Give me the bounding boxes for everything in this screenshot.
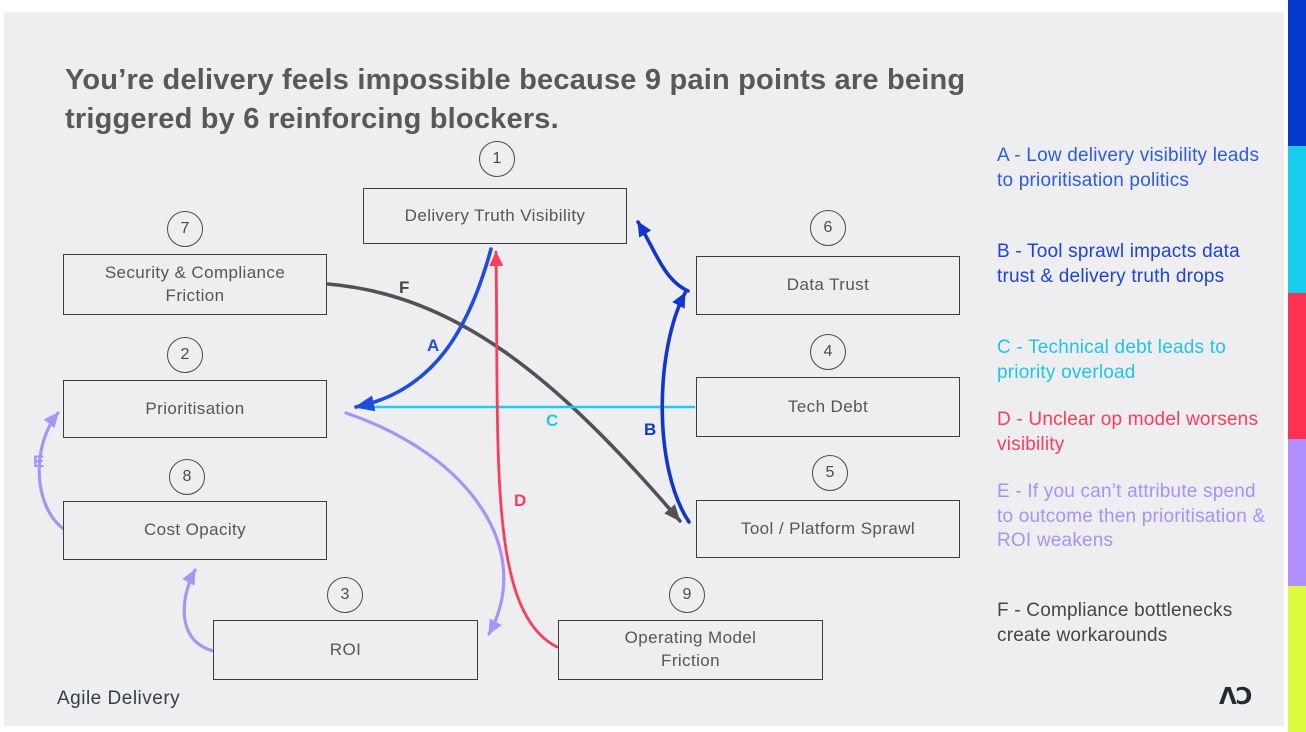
edge-label-F: F bbox=[399, 278, 410, 297]
node-label: Tool / Platform Sprawl bbox=[740, 518, 916, 538]
node-number-6: 6 bbox=[810, 210, 846, 246]
node-box-tool-platform-sprawl: Tool / Platform Sprawl bbox=[696, 500, 960, 558]
legend-item-F: F - Compliance bottlenecks create workar… bbox=[997, 600, 1233, 646]
node-label: Cost Opacity bbox=[143, 520, 247, 540]
stripe-cyan bbox=[1288, 146, 1306, 293]
node-number-2: 2 bbox=[167, 337, 203, 373]
node-box-prioritisation: Prioritisation bbox=[63, 380, 327, 438]
node-label: Security & Compliance Friction bbox=[104, 262, 286, 305]
node-label: ROI bbox=[329, 639, 362, 659]
brand-logo: Agile Delivery bbox=[57, 688, 181, 709]
legend-item-B: B - Tool sprawl impacts data trust & del… bbox=[997, 241, 1240, 287]
stripe-lime bbox=[1288, 585, 1306, 732]
legend-item-A: A - Low delivery visibility leads to pri… bbox=[997, 145, 1260, 191]
node-number-8: 8 bbox=[169, 459, 205, 495]
page-title: You’re delivery feels impossible because… bbox=[65, 61, 1065, 138]
edge-label-D: D bbox=[514, 491, 527, 510]
node-label: Operating Model Friction bbox=[624, 628, 757, 670]
node-number-7: 7 bbox=[167, 211, 203, 247]
node-label: Tech Debt bbox=[787, 396, 869, 416]
node-box-roi: ROI bbox=[213, 620, 478, 680]
legend-item-E: E - If you can’t attribute spend to outc… bbox=[997, 481, 1266, 551]
node-box-delivery-truth-visibility: Delivery Truth Visibility bbox=[363, 188, 627, 244]
node-box-operating-model-friction: Operating Model Friction bbox=[558, 620, 823, 680]
edge-label-A: A bbox=[427, 336, 440, 355]
node-number-5: 5 bbox=[812, 455, 848, 491]
node-box-tech-debt: Tech Debt bbox=[696, 377, 960, 437]
edge-label-B: B bbox=[644, 420, 657, 439]
node-label: Data Trust bbox=[786, 275, 870, 295]
edge-label-C: C bbox=[546, 411, 559, 430]
edge-label-E: E bbox=[33, 452, 45, 471]
node-box-data-trust: Data Trust bbox=[696, 256, 960, 315]
ad-logo-icon: ΛƆ bbox=[1219, 684, 1253, 710]
stripe-red bbox=[1288, 292, 1306, 440]
title-line-1: You’re delivery feels impossible because… bbox=[65, 64, 966, 97]
node-box-cost-opacity: Cost Opacity bbox=[63, 501, 327, 560]
legend-item-C: C - Technical debt leads to priority ove… bbox=[997, 337, 1226, 383]
node-number-1: 1 bbox=[479, 141, 515, 177]
stripe-purple bbox=[1288, 439, 1306, 586]
legend-item-D: D - Unclear op model worsens visibility bbox=[997, 409, 1259, 455]
node-number-3: 3 bbox=[327, 577, 363, 613]
node-number-4: 4 bbox=[810, 334, 846, 370]
node-box-security-compliance-friction: Security & Compliance Friction bbox=[63, 254, 327, 315]
node-label: Prioritisation bbox=[145, 398, 245, 418]
node-number-9: 9 bbox=[669, 577, 705, 613]
node-label: Delivery Truth Visibility bbox=[404, 205, 586, 225]
stripe-blue bbox=[1288, 0, 1306, 147]
color-stripe-bar bbox=[1288, 0, 1306, 732]
title-line-2: triggered by 6 reinforcing blockers. bbox=[65, 102, 559, 135]
